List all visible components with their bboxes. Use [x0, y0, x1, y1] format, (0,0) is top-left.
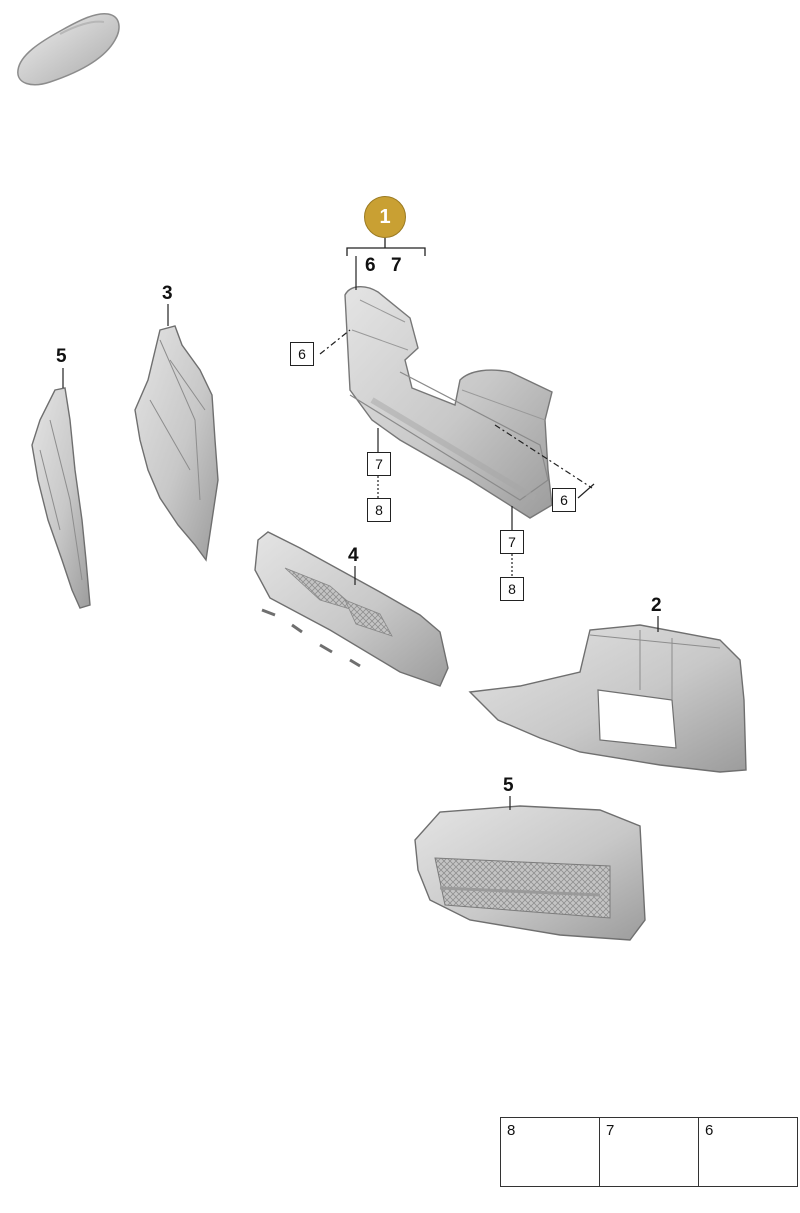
legend-number: 6 — [705, 1122, 714, 1139]
callout-part-4: 4 — [348, 545, 359, 566]
ref-box-8-mid: 8 — [367, 498, 391, 522]
car-silhouette-icon — [17, 12, 120, 86]
group-bracket — [346, 238, 426, 256]
group-label-6: 6 — [365, 255, 376, 276]
legend-number: 8 — [507, 1122, 516, 1139]
legend-number: 7 — [606, 1122, 615, 1139]
callout-part-3: 3 — [162, 283, 173, 304]
part-2-duct-frame — [468, 624, 747, 773]
ref-box-6-right: 6 — [552, 488, 576, 512]
legend-cell-clip-nut: 7 — [600, 1118, 699, 1186]
fastener-legend: 8 7 6 — [500, 1117, 798, 1187]
part-5-left-panel — [31, 387, 91, 609]
ref-box-8-lower: 8 — [500, 577, 524, 601]
callout-part-5-left: 5 — [56, 346, 67, 367]
callout-part-5-bottom: 5 — [503, 775, 514, 796]
group-number-badge: 1 — [364, 196, 406, 238]
part-4-mesh-bracket — [254, 531, 449, 687]
callout-part-2: 2 — [651, 595, 662, 616]
legend-cell-grommet: 6 — [699, 1118, 797, 1186]
group-label-7: 7 — [391, 255, 402, 276]
ref-box-7-lower: 7 — [500, 530, 524, 554]
part-5-grille-frame — [414, 805, 646, 941]
part-3-panel — [134, 325, 219, 562]
legend-cell-screw: 8 — [501, 1118, 600, 1186]
ref-box-6-upper: 6 — [290, 342, 314, 366]
leader-lines — [62, 256, 659, 810]
ref-box-7-mid: 7 — [367, 452, 391, 476]
part-1-air-duct — [344, 286, 553, 519]
